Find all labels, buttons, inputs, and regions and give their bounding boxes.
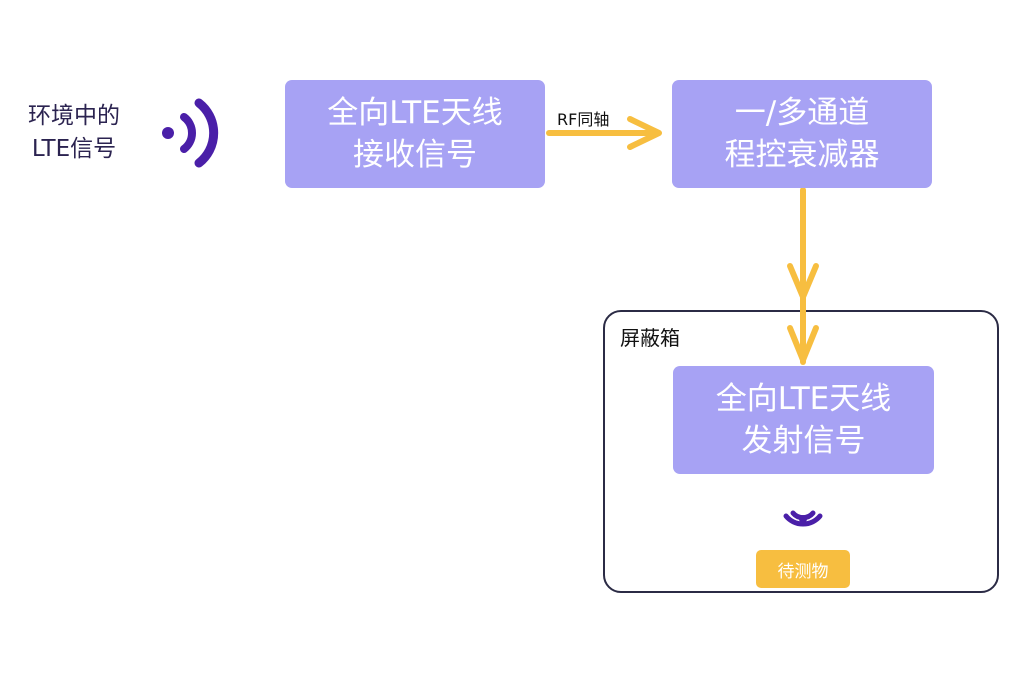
attenuator-line-1: 一/多通道: [734, 95, 870, 131]
environment-label-line-1: 环境中的: [28, 103, 120, 129]
transmit-antenna-box: 全向LTE天线 发射信号: [673, 366, 934, 474]
device-under-test-badge: 待测物: [756, 550, 850, 588]
wifi-signal-right-icon: [162, 98, 219, 168]
transmit-antenna-line-1: 全向LTE天线: [715, 381, 892, 417]
environment-label-line-2: LTE信号: [31, 136, 117, 162]
receive-antenna-line-2: 接收信号: [353, 137, 477, 173]
wifi-signal-down-icon: [783, 510, 823, 527]
receive-antenna-line-1: 全向LTE天线: [327, 95, 503, 131]
shield-box-title: 屏蔽箱: [620, 326, 680, 350]
programmable-attenuator-box: 一/多通道 程控衰减器: [672, 80, 932, 188]
transmit-antenna-line-2: 发射信号: [741, 423, 866, 459]
attenuator-line-2: 程控衰减器: [724, 137, 880, 173]
rf-coax-label: RF同轴: [557, 110, 610, 129]
environment-lte-signal-label: 环境中的 LTE信号: [14, 100, 134, 166]
receive-antenna-box: 全向LTE天线 接收信号: [285, 80, 545, 188]
rf-coax-arrow: [546, 116, 662, 150]
attenuator-to-transmit-arrow: [787, 187, 819, 365]
